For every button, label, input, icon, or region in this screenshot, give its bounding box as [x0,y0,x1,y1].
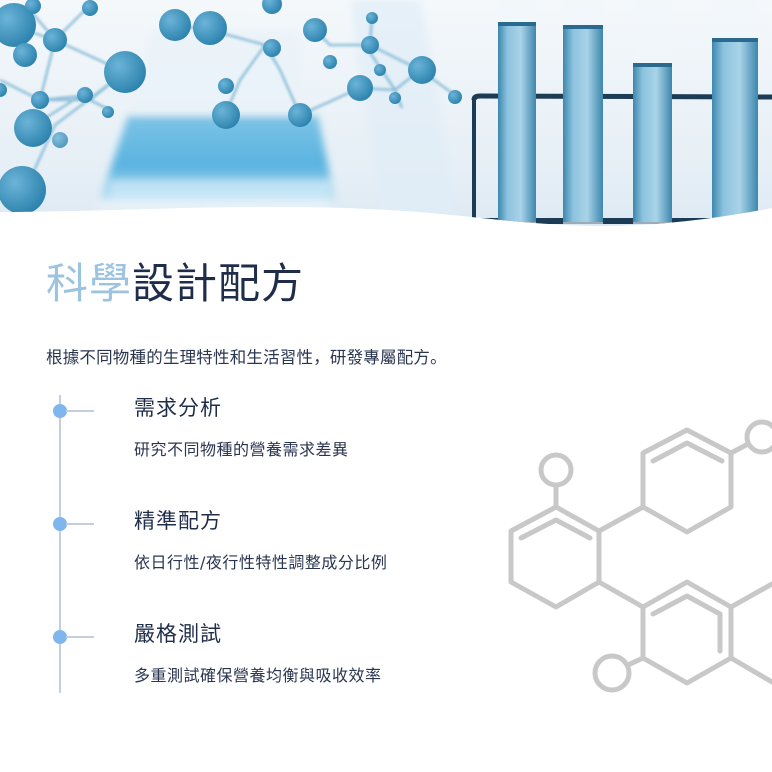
step-description: 研究不同物種的營養需求差異 [134,440,349,459]
timeline-step: 需求分析 研究不同物種的營養需求差異 [0,396,500,504]
hero-lab-image [0,0,772,226]
page-title: 科學設計配方 [46,256,304,312]
timeline-tick [66,523,94,525]
timeline-tick [66,410,94,412]
timeline-line [59,395,61,693]
step-title: 嚴格測試 [134,622,222,646]
intro-text: 根據不同物種的生理特性和生活習性，研發專屬配方。 [46,348,447,367]
timeline-dot-icon [53,517,67,531]
timeline-dot-icon [53,404,67,418]
step-description: 依日行性/夜行性特性調整成分比例 [134,553,388,572]
timeline-step: 精準配方 依日行性/夜行性特性調整成分比例 [0,509,500,617]
step-description: 多重測試確保營養均衡與吸收效率 [134,666,382,685]
timeline-dot-icon [53,630,67,644]
timeline-tick [66,636,94,638]
step-title: 精準配方 [134,509,222,533]
title-rest: 設計配方 [132,259,305,308]
timeline-step: 嚴格測試 多重測試確保營養均衡與吸收效率 [0,622,500,730]
step-title: 需求分析 [134,396,222,420]
title-highlight: 科學 [46,259,133,308]
